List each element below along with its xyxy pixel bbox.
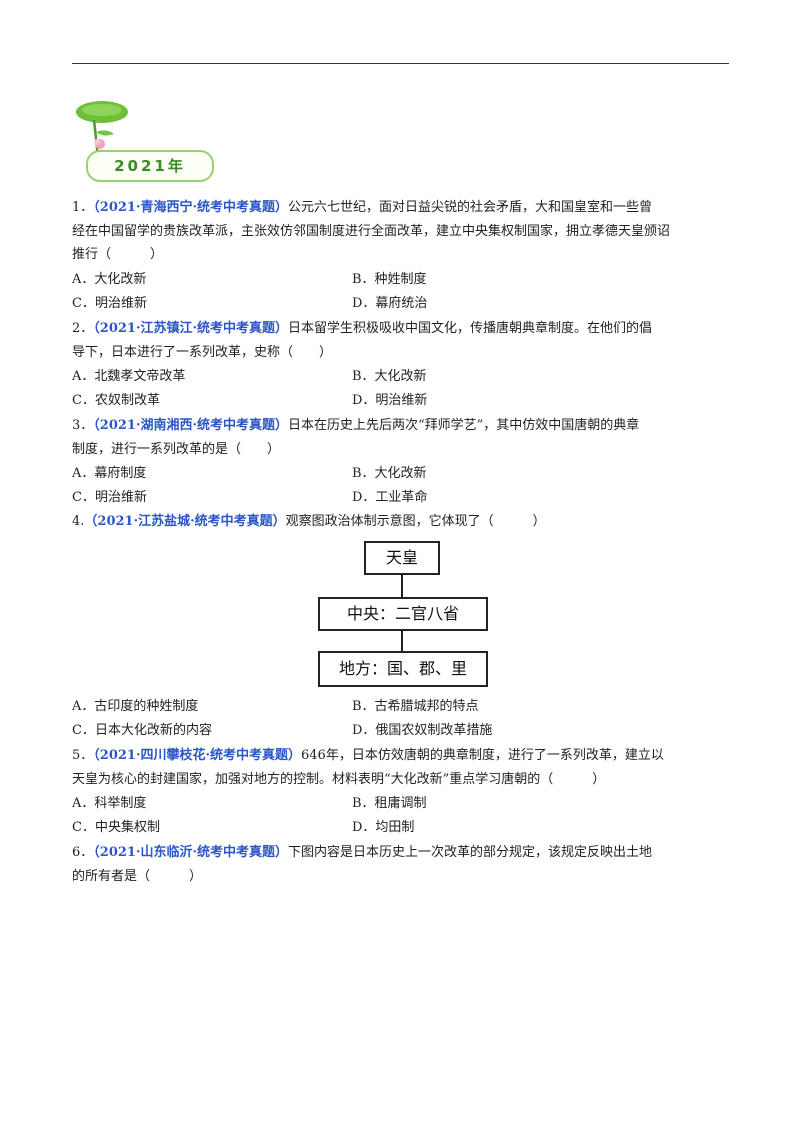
diagram-connector	[401, 629, 403, 651]
question-number: 2．	[72, 321, 94, 336]
question-text: 观察图政治体制示意图，它体现了（ ）	[285, 514, 546, 529]
option-a[interactable]: A．科举制度	[72, 796, 147, 811]
question-text: 下图内容是日本历史上一次改革的部分规定，该规定反映出土地	[288, 845, 653, 860]
question-number: 5．	[72, 748, 94, 763]
option-d[interactable]: D．明治维新	[352, 393, 428, 408]
question-3-options: A．幕府制度 B．大化改新 C．明治维新 D．工业革命	[72, 462, 732, 510]
option-b[interactable]: B．大化改新	[352, 466, 427, 481]
option-d[interactable]: D．幕府统治	[352, 296, 428, 311]
question-6: 6．（2021·山东临沂·统考中考真题）下图内容是日本历史上一次改革的部分规定，…	[72, 841, 732, 888]
option-a[interactable]: A．幕府制度	[72, 466, 147, 481]
question-text: 经在中国留学的贵族改革派，主张效仿邻国制度进行全面改革，建立中央集权制国家，拥立…	[72, 223, 671, 239]
option-c[interactable]: C．明治维新	[72, 490, 147, 505]
header-rule	[72, 63, 729, 64]
question-line: 1．（2021·青海西宁·统考中考真题）公元六七世纪，面对日益尖锐的社会矛盾，大…	[72, 196, 732, 220]
option-d[interactable]: D．俄国农奴制改革措施	[352, 723, 493, 738]
question-number: 3．	[72, 418, 94, 433]
question-source: （2021·江苏镇江·统考中考真题）	[93, 321, 289, 336]
question-text: 日本在历史上先后两次“拜师学艺”，其中仿效中国唐朝的典章	[288, 418, 640, 433]
question-source: （2021·四川攀枝花·统考中考真题）	[93, 748, 302, 763]
option-d[interactable]: D．均田制	[352, 820, 415, 835]
question-4: 4.（2021·江苏盐城·统考中考真题）观察图政治体制示意图，它体现了（ ）	[72, 510, 732, 534]
option-b[interactable]: B．古希腊城邦的特点	[352, 699, 479, 714]
diagram-box-central: 中央：二官八省	[318, 597, 488, 631]
option-c[interactable]: C．日本大化改新的内容	[72, 723, 212, 738]
year-pill: 2021年	[86, 150, 214, 182]
diagram-connector	[401, 573, 403, 597]
question-5: 5．（2021·四川攀枝花·统考中考真题）646年，日本仿效唐朝的典章制度，进行…	[72, 744, 732, 791]
question-2-options: A．北魏孝文帝改革 B．大化改新 C．农奴制改革 D．明治维新	[72, 365, 732, 413]
question-line: 6．（2021·山东临沂·统考中考真题）下图内容是日本历史上一次改革的部分规定，…	[72, 841, 732, 865]
option-c[interactable]: C．明治维新	[72, 296, 147, 311]
option-a[interactable]: A．大化改新	[72, 272, 147, 287]
option-b[interactable]: B．种姓制度	[352, 272, 427, 287]
question-text: 制度，进行一系列改革的是（ ）	[72, 441, 281, 457]
question-4-options: A．古印度的种姓制度 B．古希腊城邦的特点 C．日本大化改新的内容 D．俄国农奴制改…	[72, 695, 732, 743]
question-source: （2021·青海西宁·统考中考真题）	[93, 200, 289, 215]
diagram-box-local: 地方：国、郡、里	[318, 651, 488, 687]
question-source: （2021·江苏盐城·统考中考真题）	[84, 514, 286, 529]
option-a[interactable]: A．古印度的种姓制度	[72, 699, 199, 714]
question-text: 推行（ ）	[72, 247, 164, 262]
lotus-leaf-icon	[76, 101, 128, 158]
question-source: （2021·山东临沂·统考中考真题）	[93, 845, 289, 860]
question-line: 3．（2021·湖南湘西·统考中考真题）日本在历史上先后两次“拜师学艺”，其中仿…	[72, 414, 732, 438]
question-text: 646年，日本仿效唐朝的典章制度，进行了一系列改革，建立以	[301, 748, 664, 763]
option-b[interactable]: B．大化改新	[352, 369, 427, 384]
question-3: 3．（2021·湖南湘西·统考中考真题）日本在历史上先后两次“拜师学艺”，其中仿…	[72, 414, 732, 461]
option-b[interactable]: B．租庸调制	[352, 796, 427, 811]
year-label: 2021年	[114, 157, 186, 175]
question-text: 公元六七世纪，面对日益尖锐的社会矛盾，大和国皇室和一些曾	[288, 200, 653, 215]
option-d[interactable]: D．工业革命	[352, 490, 428, 505]
question-text: 导下，日本进行了一系列改革，史称（ ）	[72, 344, 333, 360]
question-number: 1．	[72, 200, 94, 215]
question-text: 的所有者是（ ）	[72, 868, 203, 884]
question-line: 5．（2021·四川攀枝花·统考中考真题）646年，日本仿效唐朝的典章制度，进行…	[72, 744, 732, 768]
question-number: 4.	[72, 514, 85, 529]
year-banner: 2021年	[74, 98, 214, 186]
question-1: 1．（2021·青海西宁·统考中考真题）公元六七世纪，面对日益尖锐的社会矛盾，大…	[72, 196, 732, 267]
question-1-options: A．大化改新 B．种姓制度 C．明治维新 D．幕府统治	[72, 268, 732, 316]
option-a[interactable]: A．北魏孝文帝改革	[72, 369, 186, 384]
question-line: 4.（2021·江苏盐城·统考中考真题）观察图政治体制示意图，它体现了（ ）	[72, 510, 732, 534]
option-c[interactable]: C．农奴制改革	[72, 393, 160, 408]
question-line: 2．（2021·江苏镇江·统考中考真题）日本留学生积极吸收中国文化，传播唐朝典章…	[72, 317, 732, 341]
question-5-options: A．科举制度 B．租庸调制 C．中央集权制 D．均田制	[72, 792, 732, 840]
political-system-diagram: 天皇 中央：二官八省 地方：国、郡、里	[318, 541, 488, 687]
option-c[interactable]: C．中央集权制	[72, 820, 160, 835]
question-source: （2021·湖南湘西·统考中考真题）	[93, 418, 289, 433]
question-text: 日本留学生积极吸收中国文化，传播唐朝典章制度。在他们的倡	[288, 321, 653, 336]
question-text: 天皇为核心的封建国家，加强对地方的控制。材料表明“大化改新”重点学习唐朝的（ ）	[72, 771, 606, 787]
question-2: 2．（2021·江苏镇江·统考中考真题）日本留学生积极吸收中国文化，传播唐朝典章…	[72, 317, 732, 364]
diagram-box-emperor: 天皇	[364, 541, 440, 575]
question-number: 6．	[72, 845, 94, 860]
